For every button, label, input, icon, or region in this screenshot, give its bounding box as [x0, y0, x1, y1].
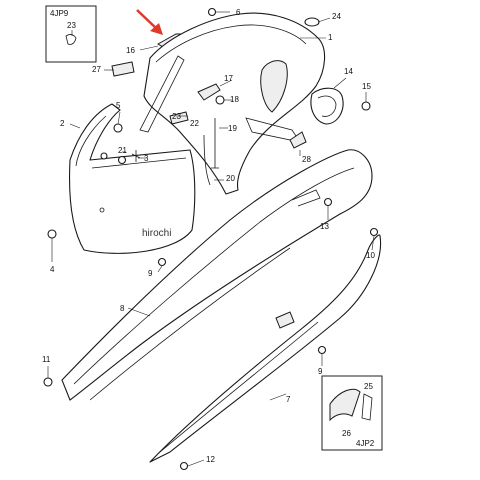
inset-4jp2: 25 26 4JP2 — [321, 375, 383, 451]
callout-16: 16 — [126, 46, 135, 55]
callout-3: 3 — [144, 154, 149, 163]
side-panel-notch — [291, 189, 321, 207]
callout-24: 24 — [332, 12, 341, 21]
callout-21: 21 — [118, 146, 127, 155]
callout-19: 19 — [228, 124, 237, 133]
screw-part-10 — [369, 227, 379, 237]
callout-1: 1 — [328, 33, 333, 42]
callout-23: 23 — [172, 112, 181, 121]
watermark: hirochi — [142, 228, 171, 239]
lower-panel-bracket — [275, 311, 295, 329]
bracket-part-22 — [169, 111, 189, 125]
callout-13: 13 — [320, 222, 329, 231]
clip-part-icon — [65, 34, 77, 45]
callout-12: 12 — [206, 455, 215, 464]
inset-4jp2-label: 4JP2 — [356, 439, 375, 448]
leg-shield-inner-edge — [75, 115, 107, 167]
callout-20: 20 — [226, 174, 235, 183]
callout-8: 8 — [120, 304, 125, 313]
clip-part-17 — [197, 83, 221, 101]
callout-9-upper: 9 — [148, 269, 153, 278]
screw-part-12 — [179, 461, 189, 471]
screw-part-9b — [317, 345, 327, 355]
callout-22: 22 — [190, 119, 199, 128]
bolt-part-11 — [43, 377, 53, 387]
body-cover-edge — [155, 24, 307, 63]
bolt-part-18 — [215, 95, 225, 105]
callout-17: 17 — [224, 74, 233, 83]
screw-part-6 — [207, 7, 217, 17]
callout-27: 27 — [92, 65, 101, 74]
callout-4: 4 — [50, 265, 55, 274]
callout-15: 15 — [362, 82, 371, 91]
grille-part-14 — [310, 87, 344, 125]
grille-inner — [317, 95, 337, 117]
callout-6: 6 — [236, 8, 241, 17]
inset-4jp9-frame — [45, 5, 97, 63]
cable-part-20 — [203, 134, 211, 186]
inset-part-25-shape — [361, 393, 373, 421]
screw-part-13 — [323, 197, 333, 207]
inset-4jp9: 4JP9 23 — [45, 5, 97, 63]
callout-7: 7 — [286, 395, 291, 404]
inset-part-26-shape — [329, 388, 361, 422]
inset-4jp9-label: 4JP9 — [50, 9, 69, 18]
cover-left-rib — [139, 55, 185, 133]
screw-part-5 — [113, 123, 123, 133]
callout-28: 28 — [302, 155, 311, 164]
callout-11: 11 — [42, 355, 51, 364]
callout-9-lower: 9 — [318, 367, 323, 376]
screw-part-9a — [157, 257, 167, 267]
cover-vent-opening — [260, 60, 288, 113]
callout-numbers: 6 24 1 16 27 17 18 19 20 23 22 5 2 21 3 … — [42, 8, 375, 464]
inset-4jp2-part-25: 25 — [364, 382, 373, 391]
washer-part-21b — [100, 152, 108, 160]
side-panel-lower-edge — [89, 247, 291, 401]
label-part-28 — [289, 131, 307, 149]
callout-2: 2 — [60, 119, 65, 128]
inset-4jp9-part: 23 — [67, 21, 76, 30]
leg-shield-part-2 — [68, 103, 196, 254]
red-arrow-icon — [136, 9, 163, 35]
lower-panel-ridge — [159, 321, 319, 453]
leg-shield-crease — [91, 157, 187, 169]
inset-4jp2-part-26: 26 — [342, 429, 351, 438]
callout-10: 10 — [366, 251, 375, 260]
bolt-part-4 — [47, 229, 57, 239]
leader-lines — [47, 11, 375, 467]
side-panel-part-8 — [61, 149, 373, 401]
callout-14: 14 — [344, 67, 353, 76]
body-cover-part-1 — [143, 12, 326, 195]
clip-part-3 — [131, 150, 141, 162]
washer-part-24 — [304, 17, 320, 27]
leg-shield-hole — [99, 207, 105, 213]
callout-5: 5 — [116, 101, 121, 110]
callout-18: 18 — [230, 95, 239, 104]
screw-part-15 — [361, 101, 371, 111]
lower-panel-part-7 — [149, 234, 382, 463]
rod-part-19 — [211, 118, 219, 169]
nut-part-21 — [117, 155, 127, 165]
side-panel-ridge — [73, 167, 355, 385]
label-part-27 — [111, 61, 135, 77]
